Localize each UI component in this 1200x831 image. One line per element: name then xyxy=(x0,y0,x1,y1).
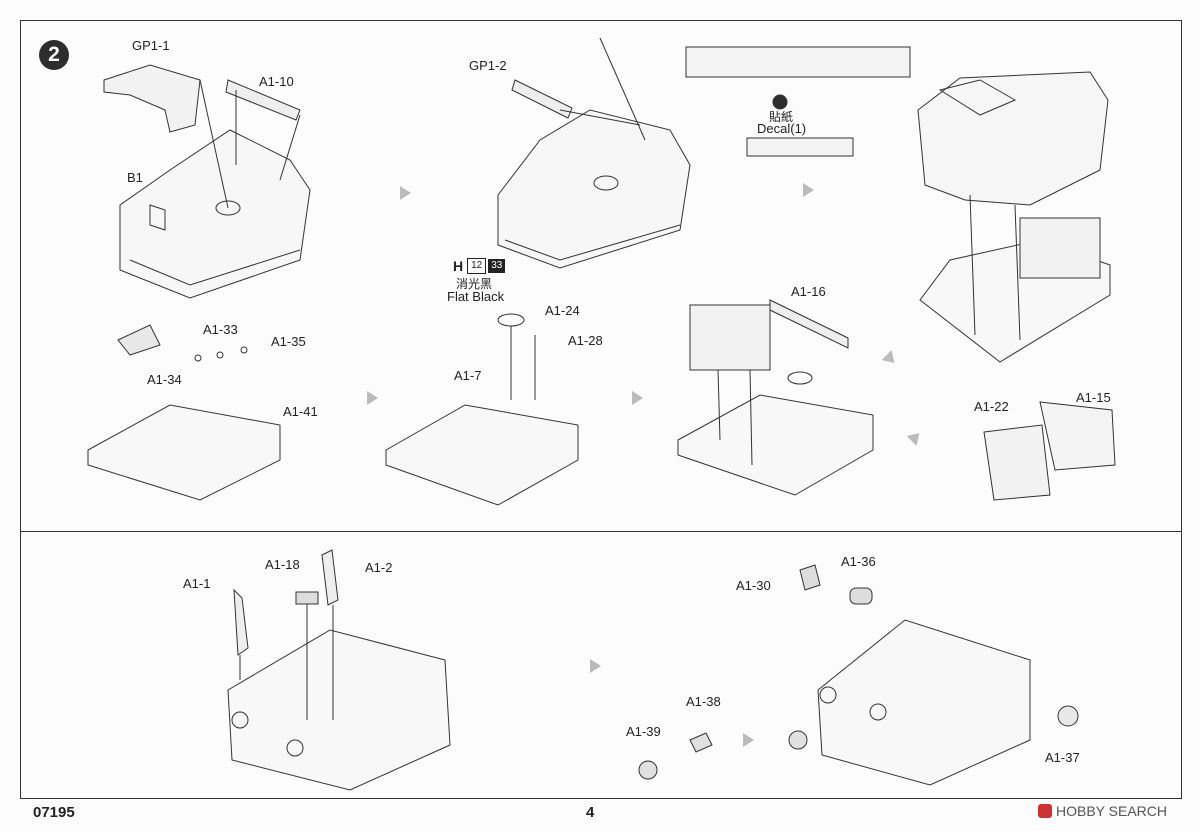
chassis-step-a xyxy=(227,629,451,791)
part-a1-24 xyxy=(497,313,525,327)
paint-code-2: 33 xyxy=(488,259,506,273)
part-a1-10 xyxy=(225,79,301,121)
label-a1-36: A1-36 xyxy=(841,554,876,569)
label-a1-41: A1-41 xyxy=(283,404,318,419)
watermark: HOBBY SEARCH xyxy=(1038,803,1167,819)
part-cab-shell-2 xyxy=(497,109,691,269)
label-a1-37: A1-37 xyxy=(1045,750,1080,765)
label-a1-16: A1-16 xyxy=(791,284,826,299)
part-b1-cab-shell xyxy=(119,129,311,299)
flow-arrow-1 xyxy=(400,186,411,200)
part-a1-37 xyxy=(1057,705,1079,727)
part-gp1-2 xyxy=(511,79,573,119)
flow-arrow-4 xyxy=(632,391,643,405)
seat-box-step-3 xyxy=(689,304,771,371)
decal-icon xyxy=(772,94,788,110)
floor-step-3 xyxy=(677,394,874,496)
page-number: 4 xyxy=(586,804,595,821)
label-a1-15: A1-15 xyxy=(1076,390,1111,405)
part-a1-36 xyxy=(849,587,873,605)
decal-strip xyxy=(746,137,854,157)
label-a1-38: A1-38 xyxy=(686,694,721,709)
label-a1-24: A1-24 xyxy=(545,303,580,318)
part-a1-15 xyxy=(1039,401,1116,471)
label-paint-cn: 消光黑 xyxy=(456,277,493,291)
floor-step-2 xyxy=(385,404,579,506)
label-paint-en: Flat Black xyxy=(447,289,505,304)
decal-sheet xyxy=(685,46,911,78)
label-a1-30: A1-30 xyxy=(736,578,771,593)
paint-prefix: H xyxy=(453,258,464,274)
part-a1-2 xyxy=(321,549,339,606)
product-code: 07195 xyxy=(33,804,75,821)
label-decal-en: Decal(1) xyxy=(757,121,807,136)
label-gp1-1: GP1-1 xyxy=(132,38,170,53)
flow-arrow-7 xyxy=(590,659,601,673)
part-a1-1 xyxy=(233,588,249,656)
paint-code-1: 12 xyxy=(467,258,487,274)
label-a1-2: A1-2 xyxy=(365,560,393,575)
label-a1-10: A1-10 xyxy=(259,74,294,89)
label-a1-18: A1-18 xyxy=(265,557,300,572)
label-a1-22: A1-22 xyxy=(974,399,1009,414)
label-a1-34: A1-34 xyxy=(147,372,182,387)
label-a1-7: A1-7 xyxy=(454,368,482,383)
label-a1-39: A1-39 xyxy=(626,724,661,739)
part-a1-18 xyxy=(295,591,319,605)
part-a1-41-floor xyxy=(87,404,281,501)
part-gp1-1 xyxy=(103,64,201,133)
inset-a1-34 xyxy=(117,324,161,356)
flow-arrow-3 xyxy=(367,391,378,405)
label-decal-cn: 貼紙 xyxy=(769,110,794,124)
part-a1-22 xyxy=(983,424,1051,501)
flow-arrow-2 xyxy=(803,183,814,197)
label-a1-1: A1-1 xyxy=(183,576,211,591)
label-b1: B1 xyxy=(127,170,143,185)
chassis-step-b xyxy=(817,619,1031,786)
watermark-text: HOBBY SEARCH xyxy=(1056,803,1167,819)
part-a1-30 xyxy=(799,564,821,591)
label-gp1-2: GP1-2 xyxy=(469,58,507,73)
part-a1-38 xyxy=(689,732,713,753)
label-a1-35: A1-35 xyxy=(271,334,306,349)
watermark-logo-icon xyxy=(1038,804,1052,818)
paint-callout: H 12 33 xyxy=(453,258,506,274)
cab-assembled xyxy=(917,71,1109,206)
label-a1-33: A1-33 xyxy=(203,322,238,337)
step-frame-bottom xyxy=(20,531,1182,799)
part-a1-39-installed xyxy=(788,730,808,750)
part-a1-39 xyxy=(638,760,658,780)
label-a1-28: A1-28 xyxy=(568,333,603,348)
seat-box-assembled xyxy=(1019,217,1101,279)
step-number-badge: 2 xyxy=(39,40,69,70)
part-a1-16 xyxy=(769,299,849,349)
flow-arrow-8 xyxy=(743,733,754,747)
